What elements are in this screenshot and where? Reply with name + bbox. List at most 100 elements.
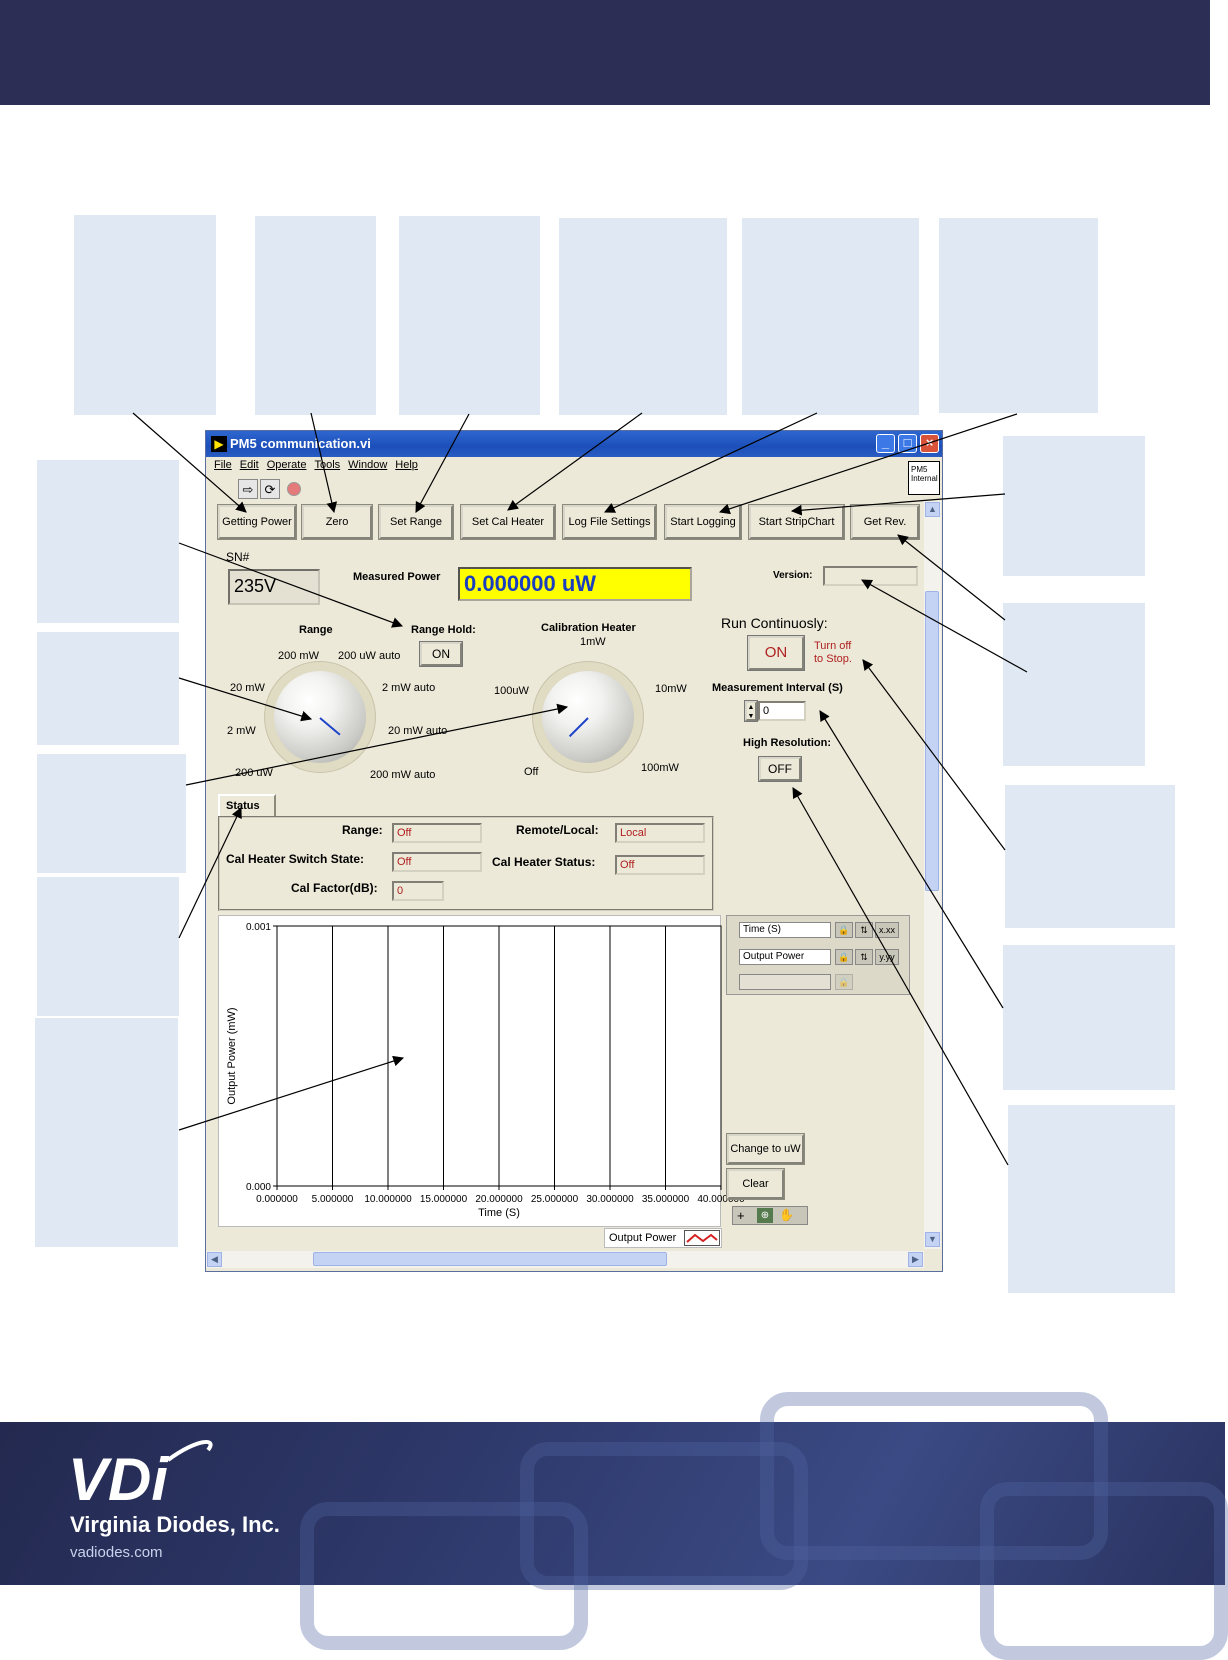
x-axis-label: Time (S) [478,1207,520,1219]
menu-help[interactable]: Help [395,459,418,471]
scale-y-name: Output Power [739,949,831,965]
cal-label-1mw: 1mW [580,636,606,648]
callout-box [37,460,179,623]
callout-box [74,215,216,415]
high-resolution-label: High Resolution: [743,737,831,749]
y-tick-label: 0.001 [246,922,271,933]
x-tick-label: 0.000000 [256,1194,298,1205]
autoscale-x-icon[interactable]: ⇅ [855,922,873,938]
run-continuously-toggle[interactable]: ON [748,636,804,670]
range-knob[interactable] [274,671,366,763]
vertical-scroll-thumb[interactable] [925,591,939,891]
plot-legend-name: Output Power [609,1232,677,1244]
measurement-interval-input[interactable]: 0 [758,701,806,721]
status-heater-value: Off [615,855,705,875]
cal-heater-knob[interactable] [542,671,634,763]
background-shape [520,1442,808,1590]
scale-empty-field [739,974,831,990]
callout-box [37,632,179,745]
x-tick-label: 35.000000 [642,1194,690,1205]
set-cal-heater-button[interactable]: Set Cal Heater [461,505,555,539]
scroll-left-arrow[interactable]: ◀ [207,1252,222,1267]
menu-edit[interactable]: Edit [239,459,259,471]
getting-power-button[interactable]: Getting Power [218,505,296,539]
status-heater-label: Cal Heater Status: [492,855,596,869]
status-switch-value: Off [392,852,482,872]
scroll-down-arrow[interactable]: ▼ [925,1232,940,1247]
format-x-icon[interactable]: x.xx [875,922,899,938]
menu-file[interactable]: File [214,459,232,471]
annotation-arrows [132,412,1028,1166]
high-resolution-toggle[interactable]: OFF [759,757,801,781]
autoscale-y-icon[interactable]: ⇅ [855,949,873,965]
vi-icon: PM5 Internal [908,461,940,495]
x-tick-label: 15.000000 [420,1194,468,1205]
lock-icon: 🔒 [835,974,853,990]
range-label-200mw: 200 mW [278,650,319,662]
callout-box [939,218,1098,413]
callout-box [255,216,376,415]
callout-box [37,754,186,873]
sn-label: SN# [226,550,250,564]
brand-url[interactable]: vadiodes.com [70,1544,163,1561]
background-shape [760,1392,1108,1560]
zoom-icon[interactable]: ⊕ [757,1208,773,1223]
get-rev-button[interactable]: Get Rev. [851,505,919,539]
vdi-logo-text: VDi [68,1446,169,1513]
sn-value: 235V [228,569,320,605]
run-continuously-label: Run Continuosly: [721,615,828,631]
log-file-settings-button[interactable]: Log File Settings [563,505,656,539]
status-switch-label: Cal Heater Switch State: [226,852,365,866]
run-arrow-icon[interactable]: ⇨ [238,479,258,499]
start-logging-button[interactable]: Start Logging [665,505,741,539]
range-label-20mw: 20 mW [230,682,265,694]
graph-palette: + ⊕ ✋ [732,1206,808,1225]
change-to-uw-button[interactable]: Change to uW [727,1134,804,1164]
scroll-right-arrow[interactable]: ▶ [908,1252,923,1267]
abort-icon[interactable] [284,479,304,499]
status-cal-factor-value: 0 [392,881,444,901]
cursor-crosshair-icon[interactable]: + [737,1208,745,1223]
cal-label-off: Off [524,766,539,778]
measured-power-display: 0.000000 uW [458,567,692,601]
brand-name: Virginia Diodes, Inc. [70,1512,280,1537]
menu-operate[interactable]: Operate [266,459,307,471]
callout-box [742,218,919,415]
range-hold-toggle[interactable]: ON [420,642,462,666]
menu-window[interactable]: Window [348,459,388,471]
status-remote-label: Remote/Local: [516,823,599,837]
format-y-icon[interactable]: y.yy [875,949,899,965]
interval-stepper[interactable]: ▲▼ [745,701,757,721]
status-panel: Range: Off Remote/Local: Local Cal Heate… [218,816,714,911]
clear-button[interactable]: Clear [727,1169,784,1199]
header-banner [0,0,1210,105]
scale-legend: Time (S) 🔒 ⇅ x.xx Output Power 🔒 ⇅ y.yy … [726,915,910,995]
callout-box [37,877,179,1016]
lock-icon[interactable]: 🔒 [835,922,853,938]
lock-icon[interactable]: 🔒 [835,949,853,965]
callout-box [1003,603,1145,766]
status-range-label: Range: [342,823,383,837]
y-tick-label: 0.000 [246,1182,271,1193]
run-continuously-icon[interactable]: ⟳ [260,479,280,499]
horizontal-scroll-thumb[interactable] [313,1252,667,1266]
background-shape [300,1502,588,1650]
horizontal-scrollbar[interactable]: ◀ ▶ [206,1251,924,1268]
x-tick-label: 20.000000 [475,1194,523,1205]
vdi-logo: VDi [68,1440,213,1513]
pan-hand-icon[interactable]: ✋ [779,1208,794,1222]
menu-tools[interactable]: Tools [314,459,341,471]
vertical-scrollbar[interactable]: ▲ ▼ [924,501,941,1249]
range-hold-label: Range Hold: [411,624,476,636]
plot-legend: Output Power [604,1228,722,1248]
measured-power-label: Measured Power [353,571,441,583]
callout-box [1008,1105,1175,1293]
measurement-interval-label: Measurement Interval (S) [712,682,843,694]
range-label-200uw: 200 uW [235,767,273,779]
callout-box [559,218,727,415]
minimize-button[interactable]: _ [876,434,895,453]
vi-icon-line2: Internal [911,474,938,483]
scroll-up-arrow[interactable]: ▲ [925,502,940,517]
